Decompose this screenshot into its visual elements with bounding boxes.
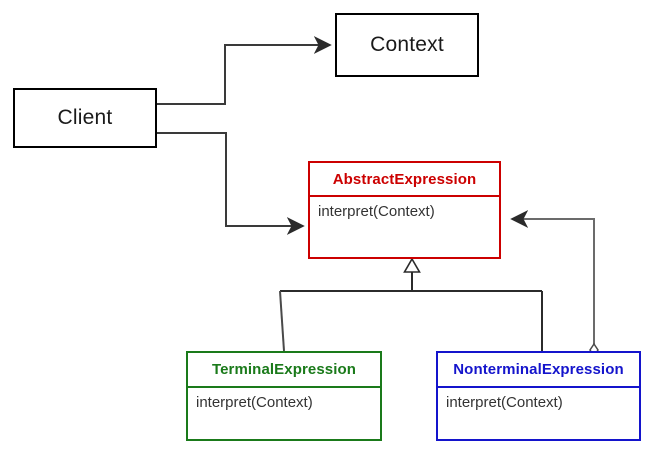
edge-generalization-fork — [279, 257, 543, 352]
class-name-terminal-expression: TerminalExpression — [188, 353, 380, 388]
class-name-abstract-expression: AbstractExpression — [310, 163, 499, 197]
edge-nonterminal-aggregation — [510, 210, 599, 358]
class-operations-nonterminal-expression: interpret(Context) — [446, 394, 563, 411]
class-box-nonterminal-expression[interactable]: NonterminalExpression interpret(Context) — [436, 351, 641, 441]
class-box-terminal-expression[interactable]: TerminalExpression interpret(Context) — [186, 351, 382, 441]
class-name-nonterminal-expression: NonterminalExpression — [438, 353, 639, 388]
class-operations-abstract-expression: interpret(Context) — [318, 203, 435, 220]
class-box-context[interactable]: Context — [335, 13, 479, 77]
edge-client-to-context — [157, 36, 332, 105]
class-operations-terminal-expression: interpret(Context) — [196, 394, 313, 411]
class-name-context: Context — [370, 33, 444, 56]
class-name-client: Client — [57, 106, 113, 129]
class-box-abstract-expression[interactable]: AbstractExpression interpret(Context) — [308, 161, 501, 259]
edge-client-to-abstract-expression — [157, 132, 305, 235]
class-box-client[interactable]: Client — [13, 88, 157, 148]
hollow-triangle-arrowhead — [403, 257, 421, 273]
